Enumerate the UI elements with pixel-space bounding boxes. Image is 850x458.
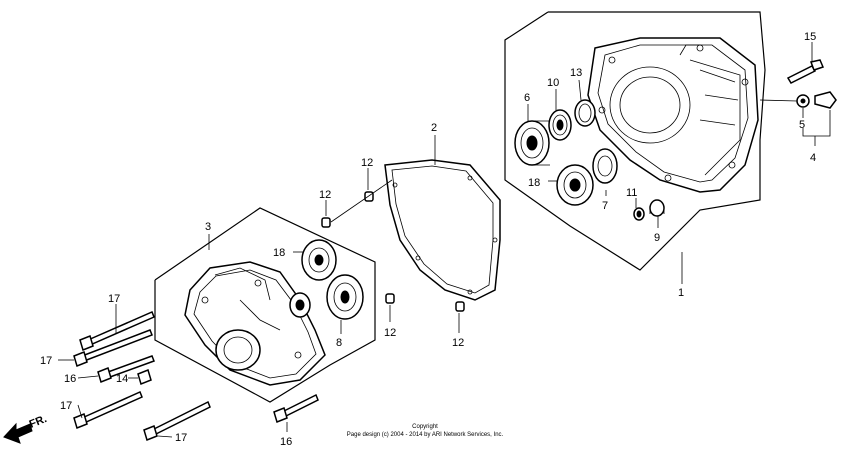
bolt-17b [73, 329, 153, 368]
label-16b: 16 [280, 436, 292, 448]
seal-13 [574, 99, 596, 127]
label-7: 7 [602, 200, 608, 212]
plug-5 [796, 94, 810, 108]
bolt-15 [786, 59, 825, 84]
label-14: 14 [116, 373, 128, 385]
dowel-pin-12c [385, 293, 395, 304]
dowel-pin-12b [321, 217, 331, 228]
front-direction-arrow-icon [3, 422, 33, 444]
label-1: 1 [678, 287, 684, 299]
label-13: 13 [570, 67, 582, 79]
label-18b: 18 [528, 177, 540, 189]
label-11: 11 [626, 187, 637, 199]
bolt-17a [79, 311, 155, 352]
label-12a: 12 [361, 157, 373, 169]
copyright-line-2: Page design (c) 2004 - 2014 by ARI Netwo… [347, 432, 504, 438]
washer-11 [633, 207, 645, 221]
bearing-6 [514, 120, 550, 166]
bolt-17c [73, 390, 143, 430]
label-15: 15 [804, 31, 816, 43]
label-18a: 18 [273, 247, 285, 259]
label-12c: 12 [384, 327, 396, 339]
label-16a: 16 [64, 373, 76, 385]
side-cover-3 [184, 261, 326, 386]
bearing-10 [548, 109, 572, 141]
label-3: 3 [205, 221, 211, 233]
bearing-18-right [556, 164, 594, 206]
bolt-17d [143, 400, 211, 442]
dowel-pin-12a [364, 191, 374, 202]
bolt-14 [137, 368, 152, 386]
bearing-7 [592, 148, 618, 184]
copyright-line-1: Copyright [412, 424, 438, 430]
label-17b: 17 [40, 355, 52, 367]
label-4: 4 [810, 152, 816, 164]
label-10: 10 [547, 77, 559, 89]
label-8: 8 [336, 337, 342, 349]
case-group-outline [504, 11, 766, 271]
label-17d: 17 [175, 432, 187, 444]
gasket-2 [384, 159, 501, 301]
sensor-4 [814, 91, 837, 109]
transmission-case [587, 37, 759, 193]
label-12d: 12 [452, 337, 464, 349]
bearing-8 [326, 274, 364, 320]
label-2: 2 [431, 122, 437, 134]
bushing-9 [649, 199, 665, 217]
label-17a: 17 [108, 293, 120, 305]
label-6: 6 [524, 92, 530, 104]
label-12b: 12 [319, 189, 331, 201]
bearing-18-left [301, 239, 337, 281]
bolt-16a [97, 355, 155, 384]
cover-group-outline [154, 207, 376, 403]
label-17c: 17 [60, 400, 72, 412]
direction-label: FR. [28, 413, 49, 431]
label-9: 9 [654, 232, 660, 244]
dowel-pin-12d [455, 301, 465, 312]
leader-lines [58, 42, 831, 438]
label-5: 5 [799, 119, 805, 131]
bolt-16b [273, 393, 319, 424]
